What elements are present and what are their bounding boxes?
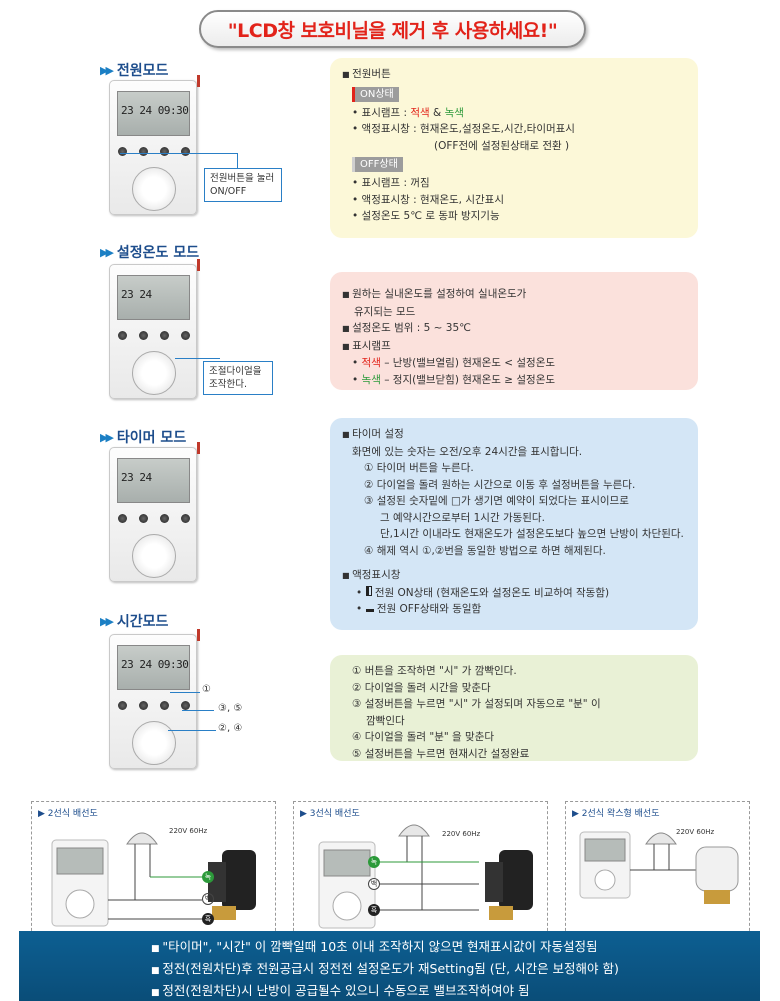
wiring-drawing xyxy=(51,832,256,927)
lcd-on-icon xyxy=(365,585,372,596)
lcd-display: 23 24 xyxy=(117,275,190,320)
callout-line xyxy=(182,710,214,711)
wiring-diagram-2wire: ▶ 2선식 배선도 220V 60Hz 녹 백 흑 xyxy=(31,801,276,936)
off-status-tag: OFF상태 xyxy=(352,157,403,172)
thermostat-time: 23 24 09:30 xyxy=(109,629,200,769)
lamp-icon xyxy=(197,259,200,271)
banner-text: "LCD창 보호비닐을 제거 후 사용하세요!" xyxy=(227,19,558,42)
double-arrow-icon: ▶▶ xyxy=(100,63,114,77)
section-title-time: ▶▶ 시간모드 xyxy=(100,614,169,630)
wiring-drawing xyxy=(579,831,739,904)
callout-line xyxy=(237,153,238,169)
time-button xyxy=(181,147,190,156)
control-dial xyxy=(132,167,176,211)
wiring-drawing xyxy=(318,824,533,929)
lcd-display: 23 24 09:30 xyxy=(117,645,190,690)
thermostat-settemp: 23 24 xyxy=(109,259,200,399)
callout-label-2-4: ②, ④ xyxy=(218,723,243,734)
set-button xyxy=(139,147,148,156)
callout-settemp: 조절다이얼을 조작한다. xyxy=(203,361,273,395)
callout-line xyxy=(120,153,238,154)
footer-notes: "타이머", "시간" 이 깜빡일때 10초 이내 조작하지 않으면 현재표시값… xyxy=(19,931,760,1001)
lcd-off-icon xyxy=(365,609,374,612)
warning-banner: "LCD창 보호비닐을 제거 후 사용하세요!" xyxy=(199,10,586,48)
wiring-diagram-wax: ▶ 2선식 왁스형 배선도 220V 60Hz xyxy=(565,801,750,936)
power-button xyxy=(118,147,127,156)
control-dial xyxy=(132,534,176,578)
callout-power: 전원버튼을 눌러 ON/OFF xyxy=(204,168,282,202)
section-title-timer: ▶▶ 타이머 모드 xyxy=(100,430,187,446)
info-box-timer: 타이머 설정 화면에 있는 숫자는 오전/오후 24시간을 표시합니다. ① 타… xyxy=(330,418,698,630)
lcd-display: 23 24 09:30 xyxy=(117,91,190,136)
thermostat-power: 23 24 09:30 xyxy=(109,75,200,215)
thermostat-timer: 23 24 xyxy=(109,442,200,582)
lamp-icon xyxy=(197,75,200,87)
timer-button xyxy=(160,147,169,156)
info-box-time: ① 버튼을 조작하면 "시" 가 깜빡인다. ② 다이얼을 돌려 시간을 맞춘다… xyxy=(330,655,698,761)
info-box-settemp: 원하는 실내온도를 설정하여 실내온도가 유지되는 모드 설정온도 범위 : 5… xyxy=(330,272,698,390)
control-dial xyxy=(132,351,176,395)
button-row xyxy=(118,514,190,523)
lcd-display: 23 24 xyxy=(117,458,190,503)
callout-line xyxy=(175,358,220,359)
wiring-diagram-3wire: ▶ 3선식 배선도 220V 60Hz 녹 백 흑 xyxy=(293,801,548,936)
button-row xyxy=(118,331,190,340)
lamp-icon xyxy=(197,629,200,641)
callout-label-3-5: ③, ⑤ xyxy=(218,703,243,714)
callout-line xyxy=(170,692,200,693)
callout-label-1: ① xyxy=(202,684,211,695)
lamp-icon xyxy=(197,442,200,454)
section-title-power: ▶▶ 전원모드 xyxy=(100,63,169,79)
button-row xyxy=(118,147,190,156)
double-arrow-icon: ▶▶ xyxy=(100,430,114,444)
on-status-tag: ON상태 xyxy=(352,86,399,102)
callout-line xyxy=(168,730,216,731)
double-arrow-icon: ▶▶ xyxy=(100,614,114,628)
control-dial xyxy=(132,721,176,765)
double-arrow-icon: ▶▶ xyxy=(100,245,114,259)
button-row xyxy=(118,701,190,710)
section-title-settemp: ▶▶ 설정온도 모드 xyxy=(100,245,200,261)
info-box-power: 전원버튼 ON상태 표시램프 : 적색 & 녹색 액정표시창 : 현재온도,설정… xyxy=(330,58,698,238)
